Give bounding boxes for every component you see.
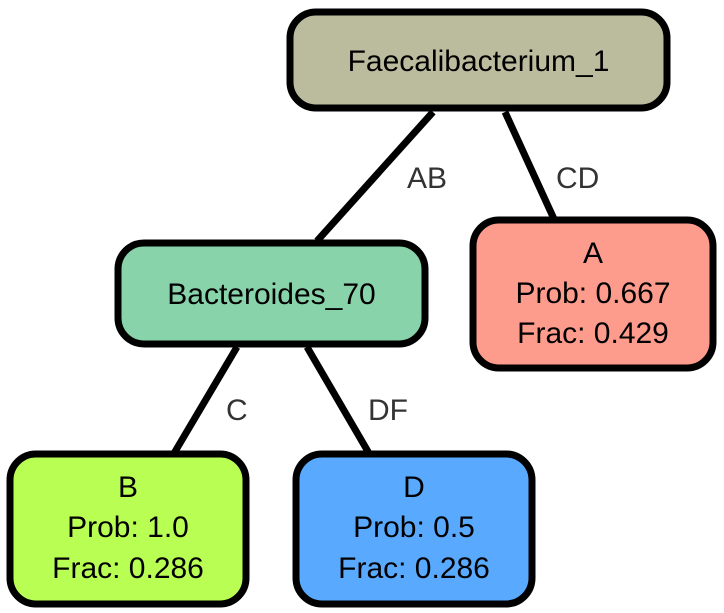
node-leaf-b-prob: Prob: 1.0 [67,511,189,544]
node-bacteroides: Bacteroides_70 [114,239,429,348]
node-leaf-d: D Prob: 0.5 Frac: 0.286 [292,450,536,608]
edge-bacteroides-to-d [303,345,374,457]
node-root-box [286,8,671,112]
node-leaf-d-prob: Prob: 0.5 [353,511,475,544]
node-leaf-b: B Prob: 1.0 Frac: 0.286 [6,450,250,608]
edge-labels: AB CD C DF [226,162,599,427]
node-leaf-a-prob: Prob: 0.667 [515,277,670,310]
node-leaf-d-frac: Frac: 0.286 [338,552,490,585]
edge-label-df: DF [368,394,408,427]
node-leaf-d-name: D [403,471,425,504]
node-leaf-d-box [292,450,536,608]
node-leaf-a-name: A [583,237,603,270]
edge-label-c: C [226,394,248,427]
node-leaf-a-box [469,216,717,372]
edge-label-ab: AB [407,162,447,195]
edge-bacteroides-to-b [169,345,241,457]
node-leaf-b-name: B [118,471,138,504]
node-root: Faecalibacterium_1 [286,8,671,112]
edges [169,109,558,457]
node-root-label: Faecalibacterium_1 [348,45,610,78]
edge-root-to-a [501,110,558,221]
node-leaf-a: A Prob: 0.667 Frac: 0.429 [469,216,717,372]
edge-root-to-bacteroides [314,109,436,244]
edge-label-cd: CD [556,162,599,195]
node-bacteroides-box [114,239,429,348]
node-bacteroides-label: Bacteroides_70 [167,278,375,311]
node-leaf-b-frac: Frac: 0.286 [52,552,204,585]
node-leaf-b-box [6,450,250,608]
node-leaf-a-frac: Frac: 0.429 [517,317,669,350]
